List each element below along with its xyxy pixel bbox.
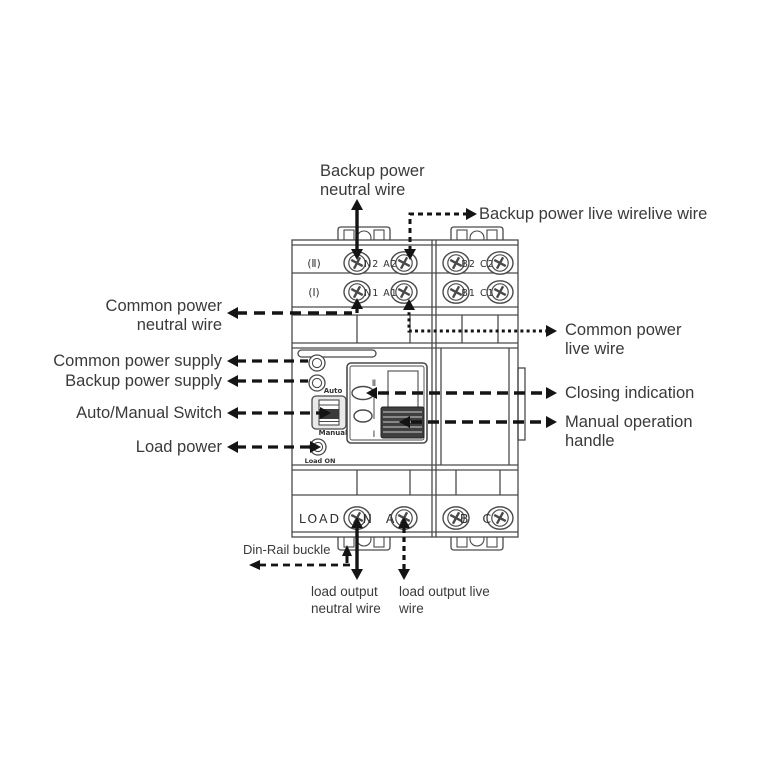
arrow-load-out-live: [398, 517, 410, 580]
arrow-manual-handle: [399, 416, 557, 428]
row2-left-terminals: N2 A2: [364, 259, 398, 270]
load-right-terminals: B C: [460, 511, 496, 526]
label-common-power-supply: Common power supply: [53, 352, 222, 370]
label-backup-power-neutral-wire: Backup power neutral wire: [320, 162, 425, 200]
label-manual-operation-handle: Manual operation handle: [565, 413, 693, 451]
label-load-output-neutral-wire: load output neutral wire: [311, 584, 381, 616]
load-on-label: Load ON: [305, 457, 336, 465]
arrow-backup-live: [404, 208, 477, 260]
indicator-window-2: [353, 409, 373, 423]
arrow-closing: [366, 387, 557, 399]
position-1-mark: Ⅰ: [373, 430, 376, 440]
annotation-arrows: [227, 199, 557, 580]
row2-right-terminals: B2 C2: [461, 259, 494, 270]
manual-label: Manual: [319, 429, 348, 437]
arrow-common-live: [403, 299, 557, 337]
label-common-power-live-wire: Common power live wire: [565, 321, 682, 359]
arrow-din-rail: [249, 545, 352, 570]
row1-left-terminals: N1 A1: [364, 288, 398, 299]
row1-label: (Ⅰ): [308, 287, 319, 299]
side-tab: [517, 367, 526, 441]
common-power-led: [308, 354, 326, 372]
label-auto-manual-switch: Auto/Manual Switch: [76, 404, 222, 422]
label-load-output-live-wire: load output live wire: [399, 584, 490, 616]
label-backup-power-supply: Backup power supply: [65, 372, 222, 390]
load-row-label: LOAD: [299, 511, 341, 526]
auto-label: Auto: [324, 387, 343, 395]
arrow-common-supply: [227, 355, 308, 367]
label-closing-indication: Closing indication: [565, 384, 695, 402]
label-backup-power-live-wire: Backup power live wirelive wire: [479, 205, 708, 223]
label-din-rail-buckle: Din-Rail buckle: [243, 542, 331, 557]
label-common-power-neutral-wire: Common power neutral wire: [105, 297, 222, 335]
arrow-load-power: [227, 441, 321, 453]
arrow-backup-supply: [227, 375, 308, 387]
load-left-terminals: N A: [363, 511, 400, 526]
row2-label: (Ⅱ): [307, 258, 320, 270]
arrow-load-out-neutral: [351, 517, 363, 580]
arrow-common-neutral: [227, 298, 363, 319]
arrow-auto-manual: [227, 407, 331, 419]
face-slot: [297, 349, 377, 358]
label-load-power: Load power: [135, 438, 222, 456]
position-2-mark: Ⅱ: [372, 379, 376, 389]
row1-right-terminals: B1 C1: [461, 288, 494, 299]
arrow-backup-neutral: [351, 199, 363, 260]
backup-power-led: [308, 374, 326, 392]
